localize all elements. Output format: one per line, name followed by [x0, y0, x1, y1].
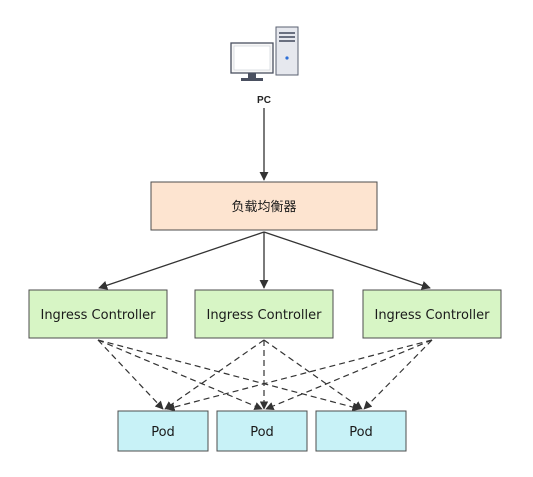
ingress-controller-node: Ingress Controller — [362, 289, 502, 339]
ingress-to-pod-dashed-arrows — [97, 339, 433, 412]
ingress-controller-label: Ingress Controller — [374, 308, 490, 323]
load-balancer-label: 负载均衡器 — [231, 200, 296, 215]
pod-node: Pod — [315, 410, 407, 452]
load-balancer-node: 负载均衡器 — [150, 181, 378, 231]
lb-to-ingress-3-arrow — [263, 231, 431, 290]
ingress-controller-node: Ingress Controller — [194, 289, 334, 339]
ingress-controller-label: Ingress Controller — [40, 308, 156, 323]
pc-label: PC — [257, 95, 271, 106]
ingress-controller-node: Ingress Controller — [28, 289, 168, 339]
pod-node: Pod — [216, 410, 308, 452]
pod-label: Pod — [349, 425, 373, 440]
lb-to-ingress-1-arrow — [98, 231, 265, 290]
pod-label: Pod — [151, 425, 175, 440]
pod-node: Pod — [117, 410, 209, 452]
desktop-computer-icon — [230, 26, 299, 81]
pod-label: Pod — [250, 425, 274, 440]
ingress-controller-label: Ingress Controller — [206, 308, 322, 323]
